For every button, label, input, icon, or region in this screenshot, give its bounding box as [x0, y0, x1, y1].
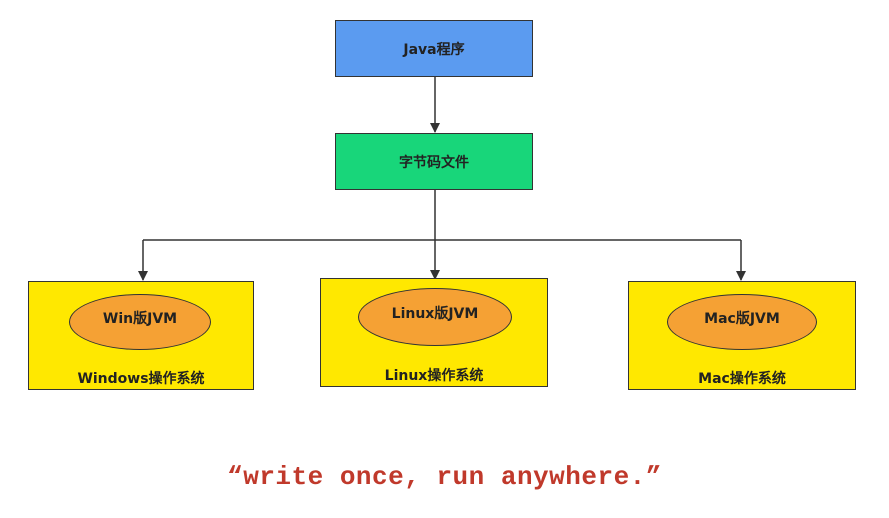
mac-os-box: Mac版JVM Mac操作系统 — [628, 281, 856, 390]
java-program-label: Java程序 — [403, 41, 465, 58]
mac-jvm-label: Mac版JVM — [704, 311, 780, 327]
linux-os-label: Linux操作系统 — [384, 368, 484, 384]
linux-jvm-label: Linux版JVM — [391, 306, 479, 322]
windows-jvm-ellipse: Win版JVM — [69, 294, 211, 350]
windows-os-label: Windows操作系统 — [77, 371, 205, 387]
bytecode-file-box: 字节码文件 — [335, 133, 533, 190]
linux-jvm-ellipse: Linux版JVM — [358, 288, 512, 346]
bytecode-file-label: 字节码文件 — [399, 154, 469, 171]
mac-os-label: Mac操作系统 — [698, 371, 786, 387]
windows-jvm-label: Win版JVM — [102, 311, 178, 327]
windows-os-box: Win版JVM Windows操作系统 — [28, 281, 254, 390]
linux-os-box: Linux版JVM Linux操作系统 — [320, 278, 548, 387]
java-program-box: Java程序 — [335, 20, 533, 77]
slogan-text: “write once, run anywhere.” — [227, 462, 662, 492]
mac-jvm-ellipse: Mac版JVM — [667, 294, 817, 350]
